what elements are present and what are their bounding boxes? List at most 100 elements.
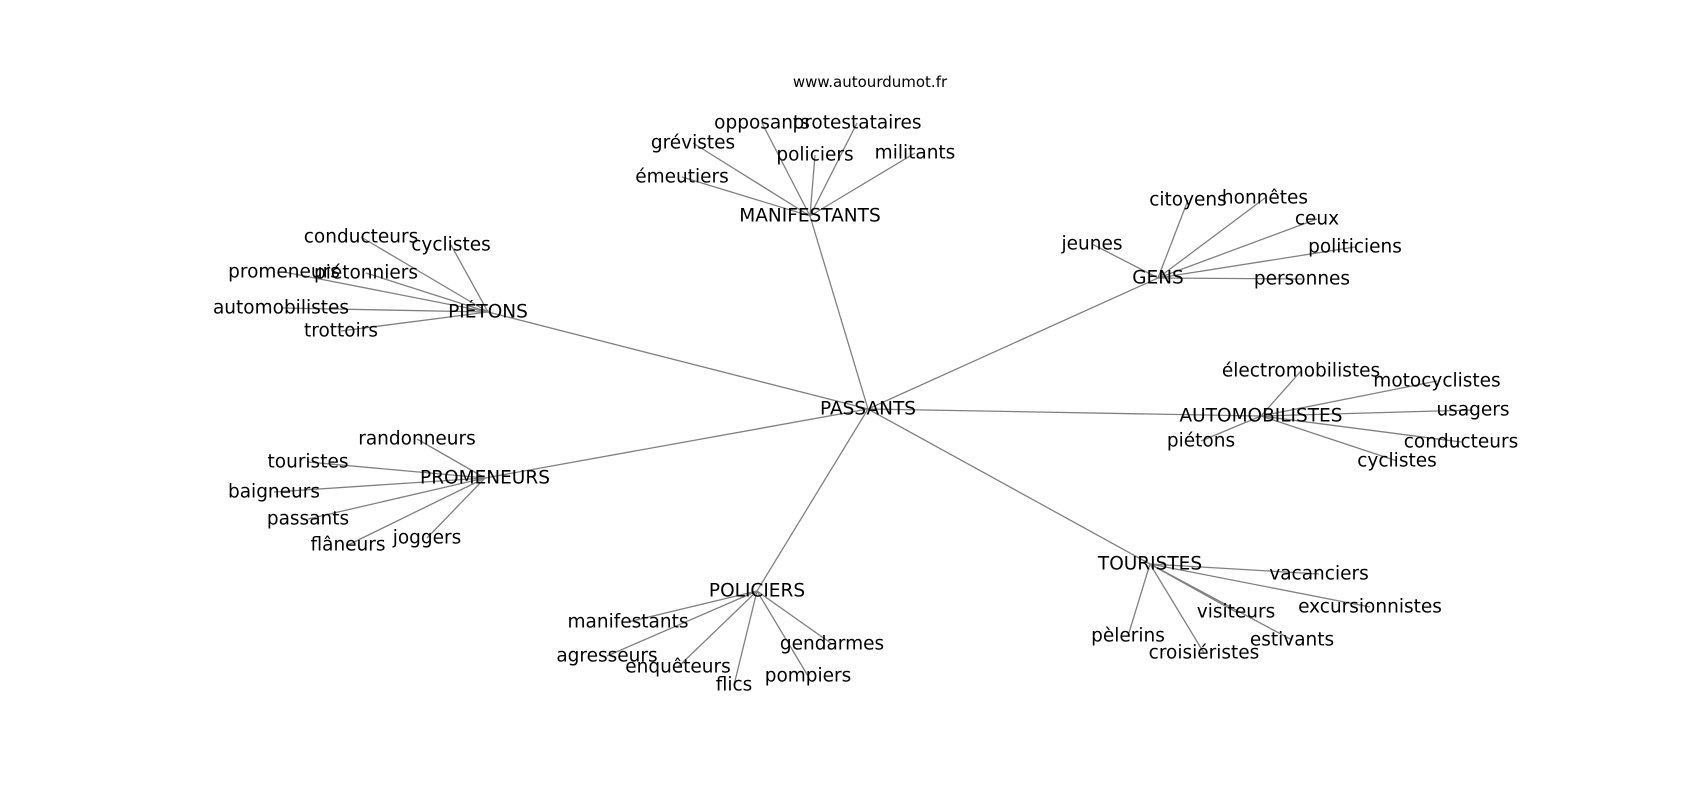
edge-promeneurs-leaf bbox=[307, 461, 486, 479]
edge-touristes-leaf bbox=[1149, 563, 1205, 654]
edge-automobilistes-leaf bbox=[1200, 415, 1262, 442]
edge-policiers-leaf bbox=[733, 590, 758, 686]
edge-automobilistes-leaf bbox=[1260, 409, 1474, 417]
leaf-node-manifestants: policiers bbox=[776, 145, 853, 166]
leaf-node-gens: ceux bbox=[1295, 209, 1339, 230]
edge-automobilistes-leaf bbox=[1260, 380, 1438, 417]
edge-promeneurs-leaf bbox=[347, 477, 486, 546]
leaf-node-manifestants: grévistes bbox=[651, 133, 735, 154]
leaf-node-pietons: trottoirs bbox=[304, 321, 378, 342]
hub-node-gens: GENS bbox=[1132, 268, 1184, 289]
hub-node-pietons: PIÉTONS bbox=[448, 301, 528, 323]
leaf-node-manifestants: protestataires bbox=[792, 113, 921, 134]
leaf-node-gens: citoyens bbox=[1149, 190, 1227, 211]
edge-policiers-leaf bbox=[606, 590, 758, 657]
leaf-node-promeneurs: flâneurs bbox=[310, 535, 385, 556]
hub-node-touristes: TOURISTES bbox=[1097, 554, 1202, 575]
graph-labels: www.autourdumot.fr PASSANTS MANIFESTANTS o… bbox=[213, 73, 1518, 696]
edge-touristes-leaf bbox=[1127, 563, 1151, 637]
leaf-node-automobilistes: usagers bbox=[1436, 400, 1509, 421]
edge-automobilistes-leaf bbox=[1260, 415, 1462, 443]
edge-manifestants-leaf bbox=[809, 154, 816, 217]
leaf-node-manifestants: émeutiers bbox=[635, 167, 729, 188]
leaf-node-policiers: flics bbox=[716, 675, 753, 696]
leaf-node-automobilistes: motocyclistes bbox=[1373, 371, 1500, 392]
leaf-node-pietons: cyclistes bbox=[411, 235, 490, 256]
leaf-node-promeneurs: joggers bbox=[392, 528, 462, 549]
hub-node-promeneurs: PROMENEURS bbox=[420, 468, 550, 489]
edge-gens-leaf bbox=[1157, 246, 1356, 279]
center-node-label: PASSANTS bbox=[820, 399, 916, 420]
leaf-node-pietons: promeneurs bbox=[228, 262, 340, 283]
edge-pietons-leaf bbox=[340, 311, 489, 332]
leaf-node-promeneurs: passants bbox=[267, 509, 349, 530]
edge-center-gens bbox=[867, 277, 1159, 410]
edge-center-touristes bbox=[867, 408, 1151, 565]
edge-promeneurs-leaf bbox=[307, 477, 486, 520]
edge-automobilistes-leaf bbox=[1260, 370, 1302, 417]
leaf-node-touristes: excursionnistes bbox=[1298, 597, 1442, 618]
edge-center-manifestants bbox=[809, 215, 869, 410]
edge-pietons-leaf bbox=[360, 236, 489, 313]
edge-automobilistes-leaf bbox=[1260, 415, 1398, 462]
leaf-node-promeneurs: baigneurs bbox=[228, 482, 320, 503]
leaf-node-gens: honnêtes bbox=[1222, 188, 1308, 209]
edge-promeneurs-leaf bbox=[273, 477, 486, 493]
leaf-node-pietons: piétonniers bbox=[314, 263, 418, 284]
edge-pietons-leaf bbox=[283, 271, 489, 313]
leaf-node-gens: personnes bbox=[1254, 269, 1350, 290]
edge-manifestants-leaf bbox=[692, 142, 811, 217]
leaf-node-promeneurs: randonneurs bbox=[358, 429, 476, 450]
leaf-node-automobilistes: électromobilistes bbox=[1222, 361, 1380, 382]
edge-policiers-leaf bbox=[756, 590, 833, 645]
edge-policiers-leaf bbox=[756, 590, 809, 677]
hub-node-automobilistes: AUTOMOBILISTES bbox=[1180, 406, 1343, 427]
edge-pietons-leaf bbox=[365, 272, 489, 313]
leaf-node-automobilistes: piétons bbox=[1167, 431, 1235, 452]
edge-manifestants-leaf bbox=[681, 176, 811, 217]
hub-node-manifestants: MANIFESTANTS bbox=[739, 206, 880, 227]
leaf-node-policiers: pompiers bbox=[765, 666, 852, 687]
hub-node-policiers: POLICIERS bbox=[709, 581, 805, 602]
edge-promeneurs-leaf bbox=[416, 438, 486, 479]
leaf-node-policiers: enquêteurs bbox=[625, 657, 731, 678]
leaf-node-pietons: automobilistes bbox=[213, 298, 349, 319]
edge-touristes-leaf bbox=[1149, 563, 1320, 575]
leaf-node-touristes: pèlerins bbox=[1091, 626, 1165, 647]
edge-center-promeneurs bbox=[484, 408, 869, 479]
leaf-node-policiers: manifestants bbox=[568, 612, 689, 633]
leaf-node-manifestants: opposants bbox=[714, 113, 810, 134]
leaf-node-pietons: conducteurs bbox=[304, 227, 418, 248]
edge-gens-leaf bbox=[1157, 277, 1303, 280]
edge-policiers-leaf bbox=[677, 590, 758, 668]
leaf-node-policiers: agresseurs bbox=[556, 646, 657, 667]
source-url: www.autourdumot.fr bbox=[793, 73, 948, 91]
edge-center-automobilistes bbox=[867, 408, 1262, 417]
edge-policiers-leaf bbox=[627, 590, 758, 623]
edge-gens-leaf bbox=[1157, 197, 1266, 279]
edge-manifestants-leaf bbox=[761, 122, 811, 217]
edge-manifestants-leaf bbox=[809, 152, 916, 217]
leaf-node-promeneurs: touristes bbox=[268, 452, 349, 473]
edge-gens-leaf bbox=[1091, 243, 1159, 279]
edge-promeneurs-leaf bbox=[426, 477, 486, 539]
edge-gens-leaf bbox=[1157, 218, 1318, 279]
edge-center-policiers bbox=[756, 408, 869, 592]
edge-touristes-leaf bbox=[1149, 563, 1293, 641]
leaf-node-policiers: gendarmes bbox=[780, 634, 884, 655]
leaf-node-automobilistes: cyclistes bbox=[1357, 451, 1436, 472]
leaf-node-automobilistes: conducteurs bbox=[1404, 432, 1518, 453]
edge-center-pietons bbox=[487, 311, 869, 410]
edge-manifestants-leaf bbox=[809, 122, 858, 217]
edge-pietons-leaf bbox=[450, 244, 489, 313]
leaf-node-gens: politiciens bbox=[1308, 237, 1402, 258]
leaf-node-touristes: croisiéristes bbox=[1149, 643, 1260, 664]
edge-gens-leaf bbox=[1157, 199, 1189, 279]
leaf-node-gens: jeunes bbox=[1061, 234, 1123, 255]
leaf-node-touristes: visiteurs bbox=[1197, 602, 1275, 623]
leaf-node-touristes: estivants bbox=[1250, 630, 1334, 651]
leaf-node-manifestants: militants bbox=[875, 143, 956, 164]
leaf-node-touristes: vacanciers bbox=[1269, 564, 1368, 585]
edge-touristes-leaf bbox=[1149, 563, 1371, 608]
